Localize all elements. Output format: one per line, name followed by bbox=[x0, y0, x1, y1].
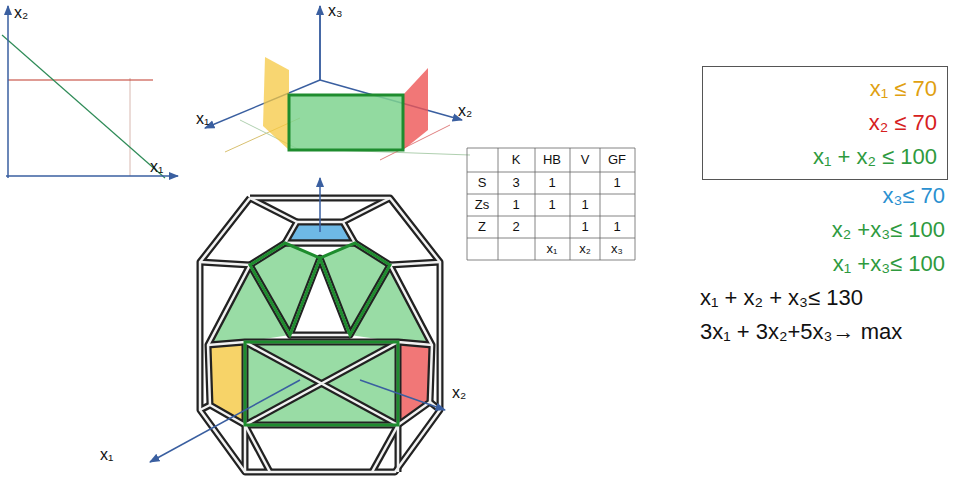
frame-beam bbox=[250, 198, 297, 222]
table-cell: x₁ bbox=[547, 242, 558, 256]
frame-beam-inner bbox=[245, 342, 398, 425]
axis-label: x₁ bbox=[150, 158, 163, 176]
table-rule bbox=[467, 216, 635, 217]
table-rule bbox=[498, 148, 499, 260]
table-cell: 1 bbox=[581, 220, 588, 234]
axis-label: x₁ bbox=[196, 110, 209, 128]
axis-arrow bbox=[360, 380, 445, 410]
inequality: 3x₁ + 3x₂+5x₃→ max bbox=[700, 320, 902, 344]
frame-beam-inner bbox=[290, 334, 350, 337]
axis-label: x₃ bbox=[328, 2, 343, 20]
inequality: x₁ +x₃≤ 100 bbox=[833, 252, 945, 276]
frame-beam-inner bbox=[343, 198, 390, 222]
axis-label: x₂ bbox=[14, 4, 28, 22]
green-face bbox=[245, 342, 398, 425]
frame-beam-inner bbox=[250, 258, 390, 335]
frame-beam-inner bbox=[372, 425, 398, 472]
frame-beam bbox=[245, 342, 398, 425]
frame-beam-inner bbox=[245, 342, 398, 425]
green-face bbox=[350, 265, 432, 345]
axis-arrow bbox=[319, 6, 321, 80]
red-plane bbox=[403, 68, 428, 150]
green-outline bbox=[250, 243, 320, 335]
table-rule bbox=[467, 148, 468, 260]
green-outline bbox=[320, 243, 390, 335]
frame-beam bbox=[245, 425, 270, 472]
frame-beam bbox=[200, 262, 250, 265]
frame-beam-inner bbox=[390, 262, 440, 265]
inequality: x₁ + x₂ ≤ 100 bbox=[713, 140, 937, 174]
frame-beam-inner bbox=[200, 262, 250, 265]
inequality: x₁ ≤ 70 bbox=[713, 72, 937, 106]
table-cell: 1 bbox=[613, 176, 620, 190]
table-cell: 3 bbox=[512, 176, 519, 190]
table-rule bbox=[467, 148, 635, 149]
table-cell: 1 bbox=[548, 176, 555, 190]
axis-label: x₂ bbox=[452, 384, 466, 402]
inequality: x₂ +x₃≤ 100 bbox=[832, 218, 945, 242]
table-rule bbox=[467, 194, 635, 195]
table-cell: 1 bbox=[613, 220, 620, 234]
table-cell: 2 bbox=[512, 220, 519, 234]
inequality: x₂ ≤ 70 bbox=[713, 106, 937, 140]
axis-label: x₂ bbox=[458, 102, 472, 120]
yellow-plane bbox=[263, 57, 289, 150]
table-cell: 1 bbox=[548, 198, 555, 212]
table-rule bbox=[535, 148, 536, 260]
frame-beam-inner bbox=[250, 198, 297, 222]
table-cell: HB bbox=[543, 153, 561, 167]
table-rule bbox=[635, 148, 636, 260]
frame-beam bbox=[200, 198, 440, 472]
table-cell: S bbox=[478, 176, 487, 190]
table-cell: Z bbox=[478, 220, 486, 234]
axis-arrow bbox=[6, 175, 178, 177]
green-plane bbox=[289, 95, 403, 150]
table-cell: 1 bbox=[512, 198, 519, 212]
table-cell: Zs bbox=[475, 198, 489, 212]
table-cell: x₃ bbox=[611, 242, 623, 256]
frame-beam bbox=[372, 425, 398, 472]
frame-beam bbox=[343, 198, 390, 222]
table-rule bbox=[467, 260, 635, 261]
table-rule bbox=[467, 172, 635, 173]
table-rule bbox=[467, 238, 635, 239]
frame-beam-inner bbox=[245, 425, 270, 472]
table-cell: x₂ bbox=[579, 242, 591, 256]
axis-label: x₁ bbox=[100, 446, 113, 464]
frame-beam-inner bbox=[200, 405, 210, 410]
axis-arrow bbox=[7, 6, 9, 178]
green-face bbox=[208, 265, 290, 345]
frame-beam bbox=[290, 332, 350, 339]
constraint-box: x₁ ≤ 70x₂ ≤ 70x₁ + x₂ ≤ 100 bbox=[702, 66, 948, 180]
guide-line bbox=[319, 6, 321, 80]
bound-line bbox=[130, 78, 131, 176]
frame-beam bbox=[245, 342, 398, 425]
table-rule bbox=[570, 148, 571, 260]
inequality: x₃≤ 70 bbox=[882, 184, 945, 208]
table-cell: 1 bbox=[581, 198, 588, 212]
frame-beam-inner bbox=[200, 198, 440, 472]
constraint-line bbox=[2, 35, 165, 178]
axis-arrow bbox=[150, 380, 300, 462]
frame-beam-inner bbox=[208, 243, 432, 425]
frame-beam bbox=[390, 262, 440, 265]
frame-beam bbox=[250, 258, 390, 335]
table-cell: K bbox=[512, 153, 521, 167]
axis-arrow bbox=[319, 178, 321, 232]
table-cell: GF bbox=[608, 153, 626, 167]
table-cell: V bbox=[581, 153, 590, 167]
green-outline bbox=[245, 342, 398, 425]
inequality: x₁ + x₂ + x₃≤ 130 bbox=[700, 286, 863, 310]
table-rule bbox=[600, 148, 601, 260]
constraint-line bbox=[8, 79, 153, 80]
frame-beam bbox=[200, 405, 210, 410]
